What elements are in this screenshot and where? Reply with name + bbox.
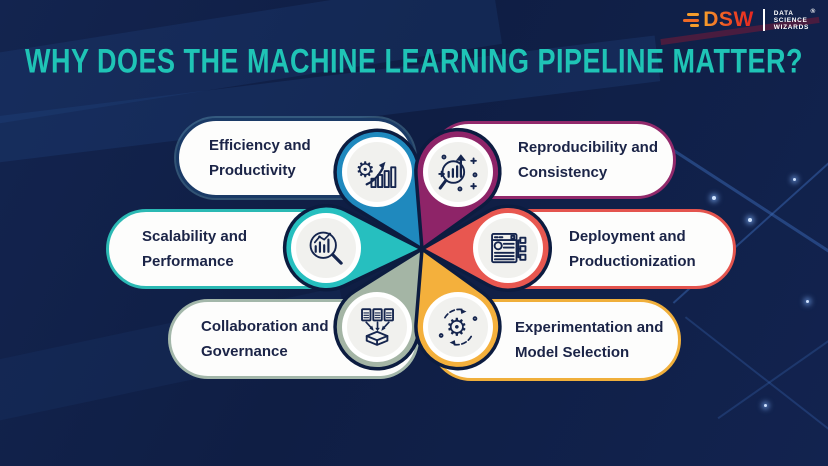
dsw-logo: DSW DATA SCIENCE WIZARDS ® [683,8,816,32]
logo-tagline: DATA SCIENCE WIZARDS ® [773,7,816,31]
registered-mark: ® [810,7,816,15]
logo-tagline-line: WIZARDS [773,23,809,31]
glow-dot [793,178,796,181]
logo-speed-lines-icon [683,13,700,27]
glow-dot [748,218,752,222]
logo-divider [762,9,765,31]
glow-dot [764,404,767,407]
background-network-line [717,302,828,420]
logo-brand-text: DSW [703,8,754,31]
background-network-line [684,316,828,466]
glow-dot [806,300,809,303]
glow-dot [712,196,716,200]
logo-tagline-line: SCIENCE [773,16,808,24]
page-title: WHY DOES THE MACHINE LEARNING PIPELINE M… [24,41,804,81]
logo-tagline-line: DATA [773,9,794,17]
